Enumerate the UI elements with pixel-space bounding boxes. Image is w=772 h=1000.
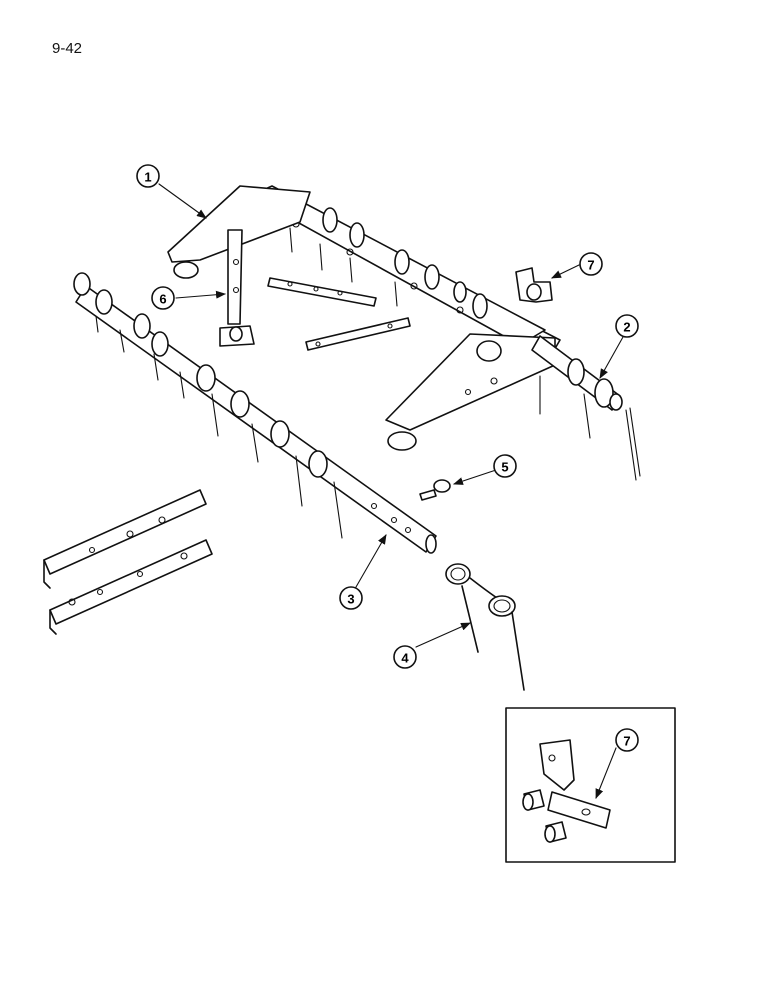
callout-2: 2 xyxy=(615,314,639,338)
bolt xyxy=(419,479,451,501)
callout-4-label: 4 xyxy=(401,651,409,666)
callout-3-label: 3 xyxy=(347,592,354,607)
callout-7-main-label: 7 xyxy=(587,258,594,273)
mounting-strips xyxy=(43,489,213,635)
tine-bar xyxy=(73,272,437,554)
callout-7-main: 7 xyxy=(579,252,603,276)
spring-tines xyxy=(445,563,525,691)
callout-7-inset: 7 xyxy=(615,728,639,752)
link-bars xyxy=(267,277,411,351)
callout-6: 6 xyxy=(151,286,175,310)
frame-assembly xyxy=(167,185,561,451)
leader-lines xyxy=(158,183,624,799)
callout-2-label: 2 xyxy=(623,320,630,335)
callout-4: 4 xyxy=(393,645,417,669)
hanger xyxy=(219,229,255,347)
page-number: 9-42 xyxy=(52,40,83,57)
callout-5: 5 xyxy=(493,454,517,478)
callout-6-label: 6 xyxy=(159,292,166,307)
callout-1-label: 1 xyxy=(144,170,151,185)
callout-3: 3 xyxy=(339,586,363,610)
callout-1: 1 xyxy=(136,164,160,188)
callout-7-inset-label: 7 xyxy=(623,734,630,749)
right-roller xyxy=(531,335,641,481)
detail-inset xyxy=(505,707,676,863)
callout-5-label: 5 xyxy=(501,460,508,475)
clamp xyxy=(515,267,553,303)
